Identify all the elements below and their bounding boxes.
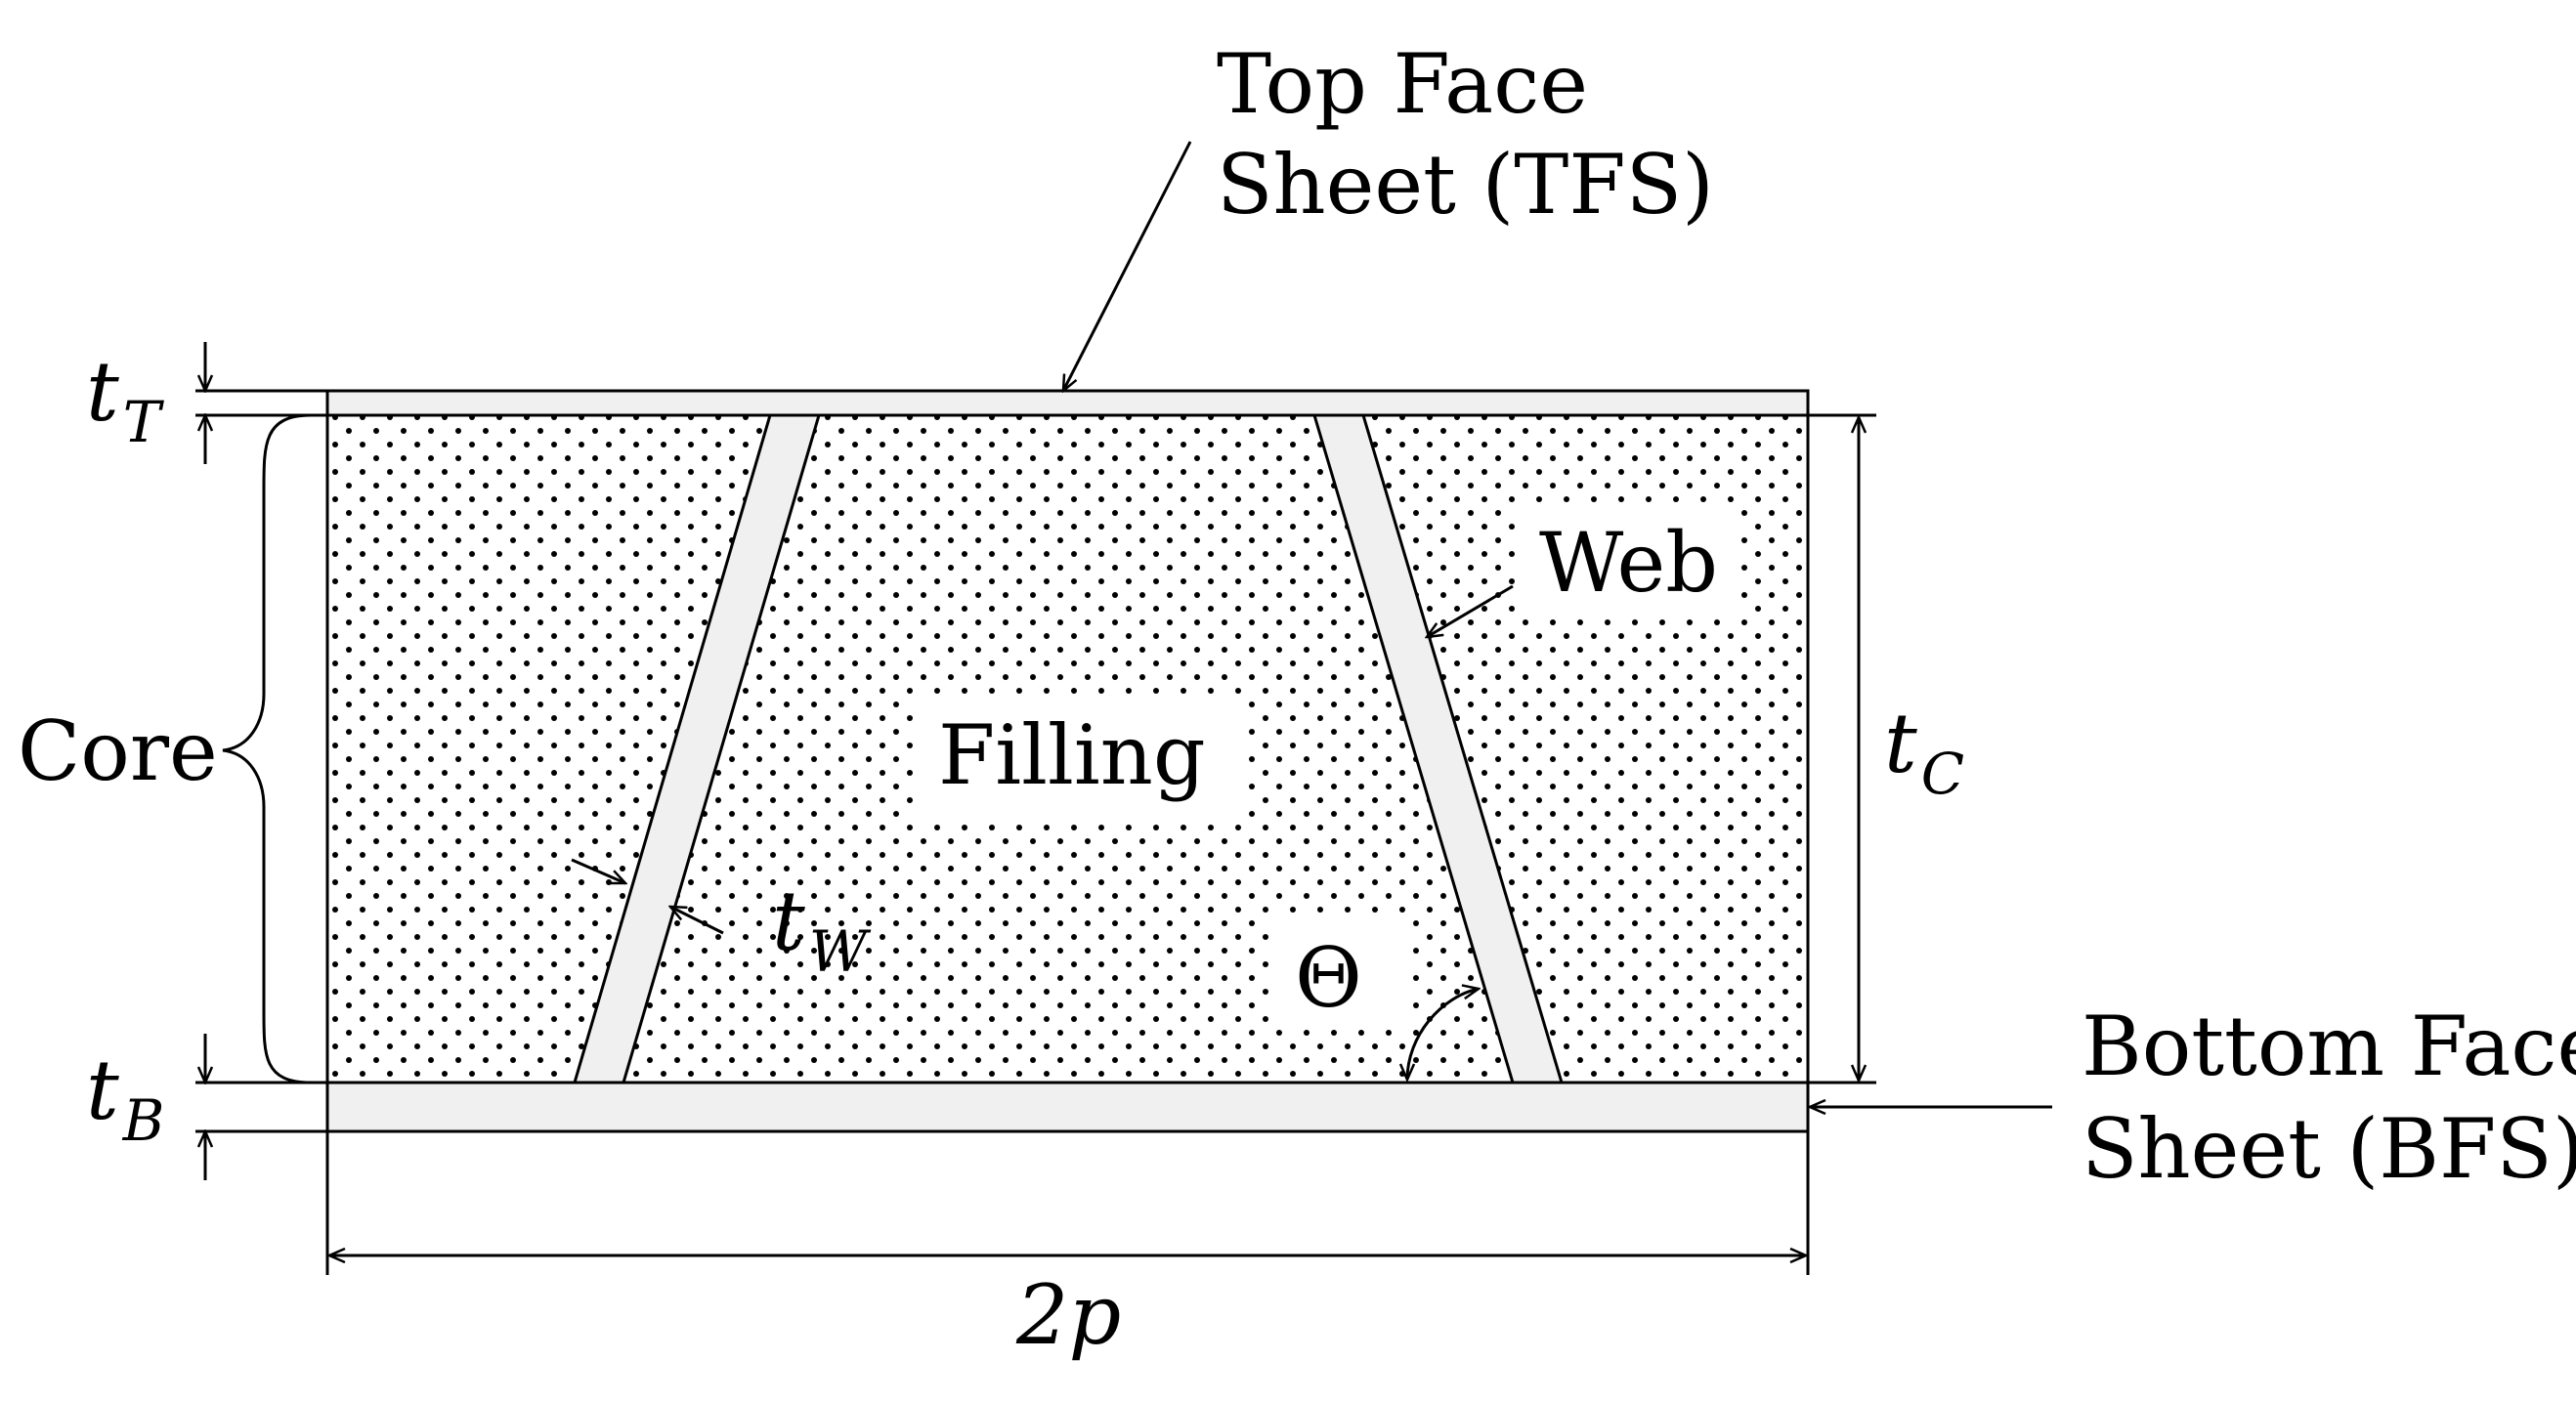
theta-label-mask [1270, 914, 1407, 1026]
tfs-leader-arrow [1063, 141, 1192, 391]
theta-label: Θ [1295, 930, 1362, 1026]
t-bottom-label: tB [86, 1042, 164, 1154]
theta-angle-arc [1407, 989, 1479, 1080]
filling-label: Filling [938, 707, 1206, 803]
t-web-arrow-outer [571, 858, 625, 885]
t-web-label: tW [772, 873, 872, 985]
t-web-arrow-inner [670, 907, 724, 935]
filling-label-mask [919, 699, 1241, 821]
t-top-label: tT [86, 344, 165, 455]
web-leader-arrow [1427, 584, 1514, 637]
tfs-label-line1: Top Face [1217, 36, 1588, 132]
bfs-label-line1: Bottom Face [2082, 999, 2576, 1094]
web-label: Web [1539, 515, 1718, 611]
top-face-sheet [325, 389, 1810, 417]
core-label: Core [18, 703, 218, 799]
bfs-label-line2: Sheet (BFS) [2082, 1101, 2576, 1197]
t-core-label: tC [1884, 696, 1964, 807]
web-label-mask [1520, 503, 1739, 616]
bottom-face-sheet [325, 1081, 1810, 1133]
tfs-label-line2: Sheet (TFS) [1217, 137, 1714, 233]
width-label: 2p [1015, 1267, 1121, 1363]
core-brace [222, 413, 312, 1084]
